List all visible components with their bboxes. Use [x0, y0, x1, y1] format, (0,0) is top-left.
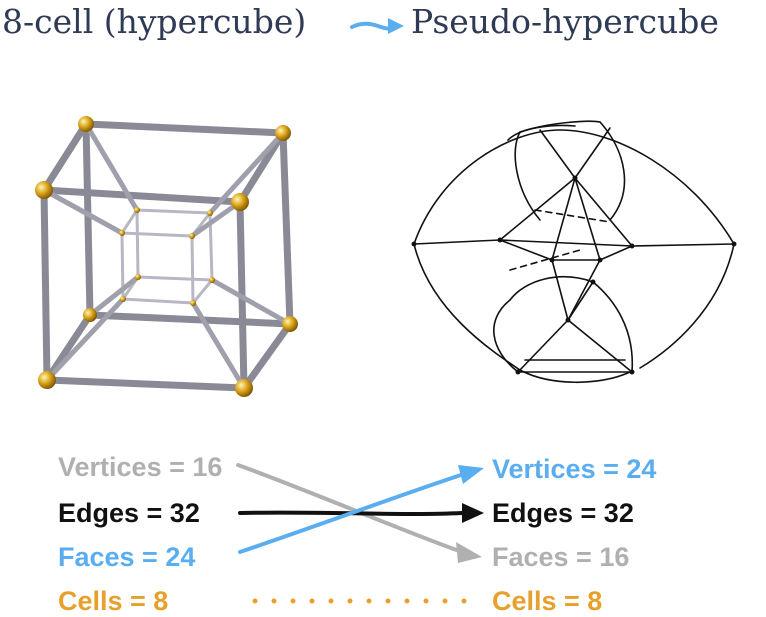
pseudo-hypercube-figure — [411, 120, 737, 384]
left-faces-label: Faces = 24 — [58, 542, 196, 572]
left-vertices-label: Vertices = 16 — [58, 452, 223, 482]
connector-edges-to-edges — [238, 503, 484, 523]
right-vertices-label: Vertices = 24 — [492, 454, 657, 484]
right-cells-label: Cells = 8 — [492, 586, 603, 616]
connector-cells-to-cells — [252, 598, 467, 604]
title-pseudo-hypercube: Pseudo-hypercube — [411, 2, 719, 41]
title-bar: 8-cell (hypercube) Pseudo-hypercube — [0, 0, 766, 50]
title-arrow-icon — [350, 18, 404, 34]
left-cells-label: Cells = 8 — [58, 586, 169, 616]
right-edges-label: Edges = 32 — [492, 498, 634, 528]
hypercube-figure — [35, 116, 298, 397]
connector-faces-to-vertices — [238, 465, 484, 554]
title-hypercube: 8-cell (hypercube) — [2, 2, 307, 41]
right-faces-label: Faces = 16 — [492, 542, 630, 572]
left-edges-label: Edges = 32 — [58, 498, 200, 528]
